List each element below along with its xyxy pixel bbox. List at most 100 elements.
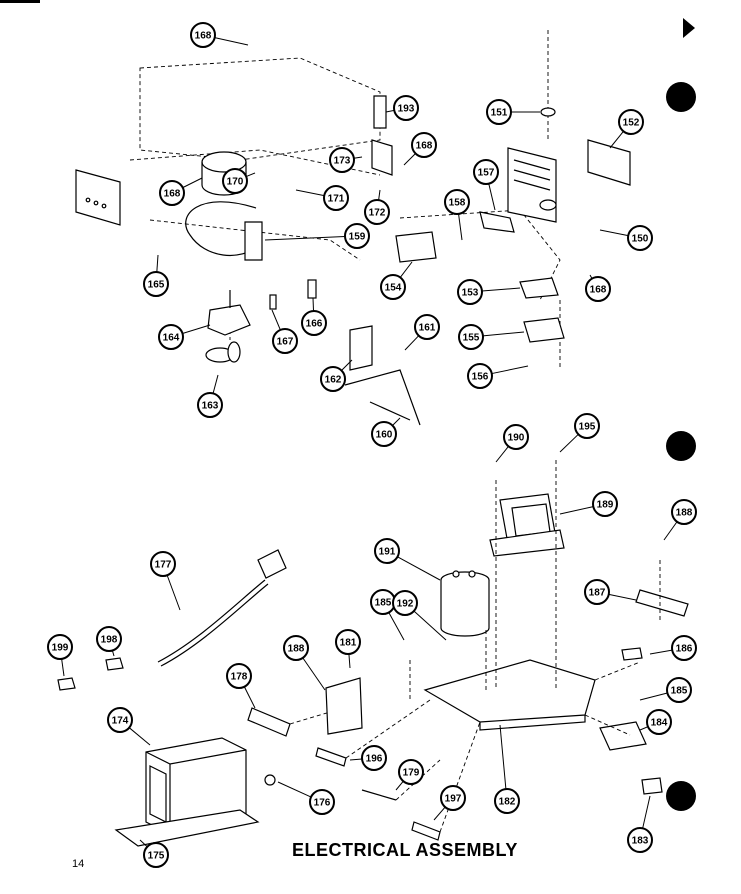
callout-158: 158 (444, 189, 470, 241)
callout-bubble (344, 223, 370, 249)
plate-155 (523, 317, 565, 343)
callout-175: 175 (139, 839, 169, 868)
bracket-184 (75, 169, 121, 226)
registration-dot (666, 781, 696, 811)
leader-line (481, 287, 521, 292)
callout-bubble (190, 22, 216, 48)
wire-harness-177 (157, 549, 287, 667)
callout-181: 181 (335, 629, 361, 669)
leader-line (388, 612, 405, 641)
callout-166: 166 (301, 297, 327, 336)
callout-199: 199 (47, 634, 73, 677)
callout-183: 183 (627, 795, 653, 853)
leader-line (243, 686, 256, 709)
callout-168: 168 (585, 274, 611, 302)
callout-label: 179 (403, 768, 420, 779)
bracket-152 (587, 139, 631, 186)
leader-line (491, 365, 529, 375)
callout-bubble (646, 709, 672, 735)
capacitor-191 (440, 570, 490, 637)
callout-191: 191 (374, 538, 441, 581)
leader-line (378, 189, 381, 201)
callout-label: 167 (277, 337, 294, 348)
callout-label: 185 (375, 598, 392, 609)
leader-line (166, 575, 181, 611)
motor-164 (207, 290, 251, 336)
registration-dot (666, 431, 696, 461)
callout-bubble (398, 759, 424, 785)
callout-155: 155 (458, 324, 525, 350)
corner-mark (0, 0, 40, 3)
leader-line (139, 839, 148, 848)
leader-line (663, 521, 678, 541)
callout-bubble (222, 168, 248, 194)
callout-label: 188 (676, 508, 693, 519)
callout-bubble (47, 634, 73, 660)
bracket-157 (479, 211, 515, 233)
callout-173: 173 (329, 147, 363, 173)
callout-bubble (467, 363, 493, 389)
callout-label: 176 (314, 798, 331, 809)
part-198 (105, 657, 124, 671)
callout-bubble (197, 392, 223, 418)
callout-label: 189 (597, 500, 614, 511)
leader-line (348, 653, 351, 669)
page-number: 14 (72, 858, 85, 870)
relay-184 (599, 721, 647, 751)
transformer-189 (489, 493, 565, 557)
callout-label: 164 (163, 333, 180, 344)
callout-label: 199 (52, 643, 69, 654)
callout-label: 192 (397, 599, 414, 610)
leader-line (182, 177, 203, 189)
callout-bubble (444, 189, 470, 215)
callout-label: 193 (398, 104, 415, 115)
callout-162: 162 (320, 359, 353, 392)
callout-bubble (329, 147, 355, 173)
callout-174: 174 (107, 707, 151, 746)
leader-line (413, 610, 447, 641)
callout-bubble (414, 314, 440, 340)
callout-160: 160 (371, 417, 401, 447)
callout-bubble (666, 677, 692, 703)
callout-167: 167 (271, 309, 298, 354)
part-193 (373, 95, 387, 129)
callout-bubble (107, 707, 133, 733)
part-167 (307, 279, 317, 299)
callout-label: 160 (376, 430, 393, 441)
callout-label: 188 (288, 644, 305, 655)
terminal-187 (635, 589, 689, 617)
fan-blade-163 (205, 341, 241, 363)
callout-bubble (473, 159, 499, 185)
callout-bubble (380, 274, 406, 300)
bracket-162-upper (349, 325, 373, 371)
callout-label: 183 (632, 836, 649, 847)
callout-label: 187 (589, 588, 606, 599)
callout-bubble (440, 785, 466, 811)
callout-label: 191 (379, 547, 396, 558)
callout-label: 174 (112, 716, 129, 727)
callout-label: 158 (449, 198, 466, 209)
callout-168: 168 (190, 22, 249, 48)
leader-line (385, 109, 395, 113)
callout-171: 171 (295, 185, 349, 211)
callout-label: 151 (491, 108, 508, 119)
callout-bubble (320, 366, 346, 392)
callout-bubble (457, 279, 483, 305)
callout-label: 195 (579, 422, 596, 433)
callout-label: 152 (623, 118, 640, 129)
leader-line (559, 506, 594, 515)
bracket-180 (325, 677, 363, 735)
callout-label: 159 (349, 232, 366, 243)
leader-line (128, 727, 151, 746)
callout-195: 195 (559, 413, 600, 453)
callout-157: 157 (473, 159, 499, 211)
callout-label: 178 (231, 672, 248, 683)
callout-label: 190 (508, 433, 525, 444)
callout-bubble (283, 635, 309, 661)
callout-label: 172 (369, 208, 386, 219)
callout-bubble (627, 225, 653, 251)
callout-187: 187 (584, 579, 637, 605)
leader-line (277, 781, 312, 798)
callout-label: 161 (419, 323, 436, 334)
